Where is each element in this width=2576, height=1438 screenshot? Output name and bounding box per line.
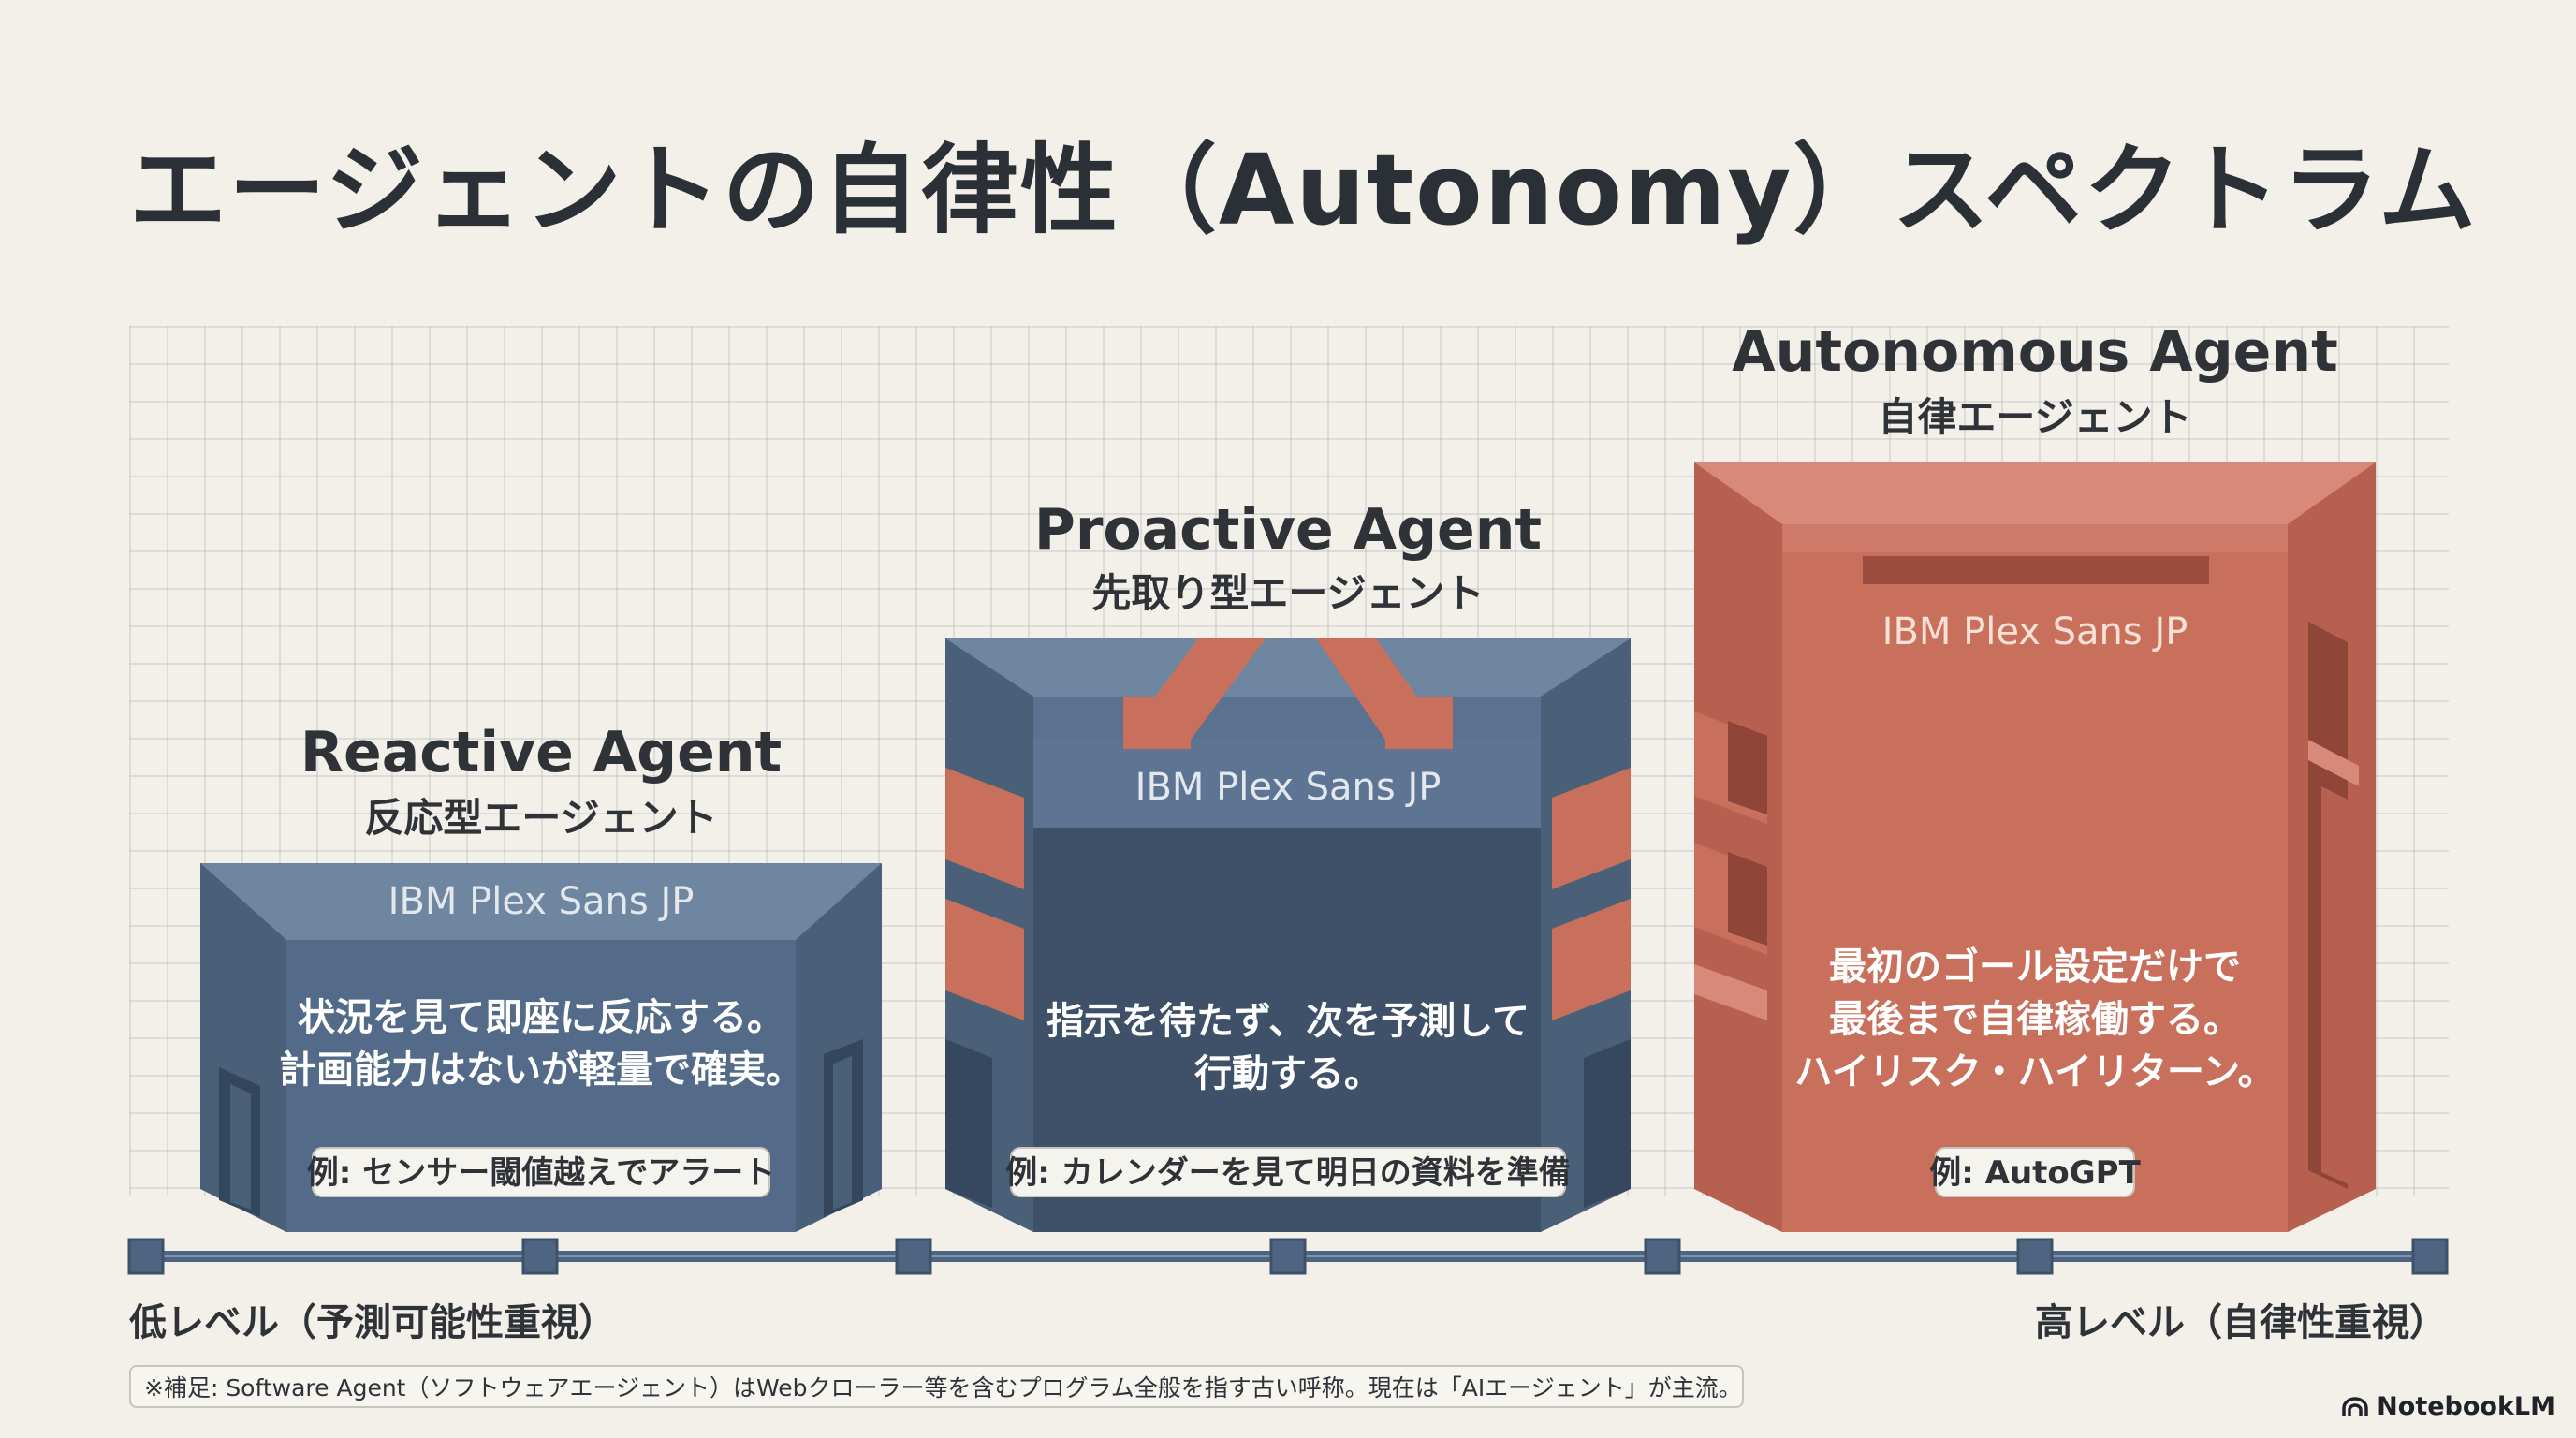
level-description-line: 最初のゴール設定だけで (1829, 946, 2241, 989)
example-badge (312, 1147, 770, 1197)
brand-watermark: NotebookLM (2341, 1392, 2555, 1421)
level-name-en: Proactive Agent (1034, 497, 1542, 563)
level-description-line: 指示を待たず、次を予測して (1046, 1000, 1530, 1043)
level-name-en: Reactive Agent (300, 720, 782, 785)
scale-marker (127, 1238, 165, 1275)
font-label: IBM Plex Sans JP (1882, 610, 2188, 653)
scale-marker (895, 1238, 932, 1275)
scale-high-label: 高レベル（自律性重視） (2035, 1301, 2447, 1344)
example-badge (1935, 1147, 2135, 1197)
font-label: IBM Plex Sans JP (1135, 766, 1442, 809)
scale-marker (2411, 1238, 2449, 1275)
level-name-jp: 先取り型エージェント (1091, 570, 1484, 616)
example-text: 例: AutoGPT (1929, 1154, 2141, 1192)
footnote-box: ※補足: Software Agent（ソフトウェアエージェント）はWebクロー… (129, 1365, 1744, 1408)
notebooklm-logo-icon (2342, 1396, 2368, 1416)
level-name-jp: 反応型エージェント (364, 795, 717, 841)
autonomy-scale-axis (127, 1238, 2449, 1275)
level-description-line: ハイリスク・ハイリターン。 (1794, 1050, 2275, 1093)
level-description-line: 状況を見て即座に反応する。 (298, 996, 784, 1039)
scale-marker (1269, 1238, 1307, 1275)
level-name-jp: 自律エージェント (1878, 394, 2191, 440)
example-badge (1010, 1147, 1566, 1197)
scale-marker (1644, 1238, 1681, 1275)
scale-low-label: 低レベル（予測可能性重視） (129, 1301, 616, 1344)
page-title: エージェントの自律性（Autonomy）スペクトラム (129, 133, 2478, 247)
scale-marker (521, 1238, 559, 1275)
autonomous-agent-block (1694, 462, 2376, 1232)
level-description-line: 行動する。 (1194, 1052, 1382, 1095)
brand-name: NotebookLM (2377, 1392, 2555, 1421)
level-name-en: Autonomous Agent (1732, 319, 2338, 385)
level-description-line: 最後まで自律稼働する。 (1829, 998, 2241, 1041)
footnote-text: ※補足: Software Agent（ソフトウェアエージェント）はWebクロー… (144, 1374, 1742, 1401)
scale-marker (2016, 1238, 2054, 1275)
example-text: 例: センサー閾値越えでアラート (307, 1154, 775, 1192)
font-label: IBM Plex Sans JP (388, 880, 695, 923)
example-text: 例: カレンダーを見て明日の資料を準備 (1005, 1154, 1570, 1192)
proactive-agent-block (945, 638, 1631, 1232)
level-description-line: 計画能力はないが軽量で確実。 (279, 1049, 803, 1092)
